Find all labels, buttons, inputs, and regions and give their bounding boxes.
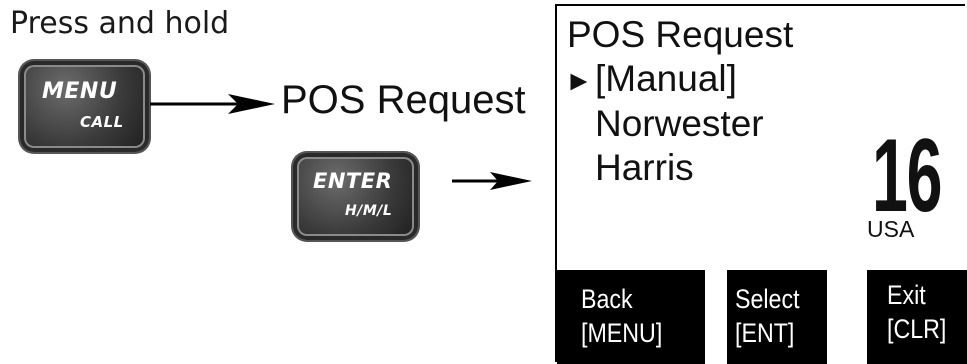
selection-cursor-icon: ► [565,65,593,96]
menu-option-norwester[interactable]: Norwester [595,103,764,144]
arrow-right-icon [150,94,275,114]
instruction-text: Press and hold [10,6,230,41]
softkey-back[interactable]: Back [MENU] [557,270,705,364]
softkey-select[interactable]: Select [ENT] [727,270,827,364]
softkey-exit-key: [CLR] [887,314,947,344]
call-key-label: CALL [80,113,124,131]
menu-call-key[interactable]: MENU CALL [20,61,149,152]
hml-key-label: H/M/L [345,203,393,219]
menu-option-manual[interactable]: [Manual] [595,58,737,99]
arrow-right-icon [452,172,532,190]
menu-option-harris[interactable]: Harris [595,147,694,188]
enter-key-label: ENTER [313,169,393,193]
step-label: POS Request [281,78,526,122]
menu-key-label: MENU [42,79,118,104]
region-label: USA [867,216,915,242]
lcd-title: POS Request [567,14,794,55]
softkey-exit-label: Exit [887,280,926,310]
softkey-back-key: [MENU] [581,318,663,348]
lcd-display: POS Request ► [Manual] Norwester Harris … [555,4,967,364]
softkey-back-label: Back [581,284,633,314]
enter-hml-key[interactable]: ENTER H/M/L [293,153,418,240]
softkey-select-label: Select [735,284,800,314]
softkey-exit[interactable]: Exit [CLR] [867,270,967,364]
softkey-select-key: [ENT] [735,318,795,348]
channel-number: 16 [872,118,942,234]
